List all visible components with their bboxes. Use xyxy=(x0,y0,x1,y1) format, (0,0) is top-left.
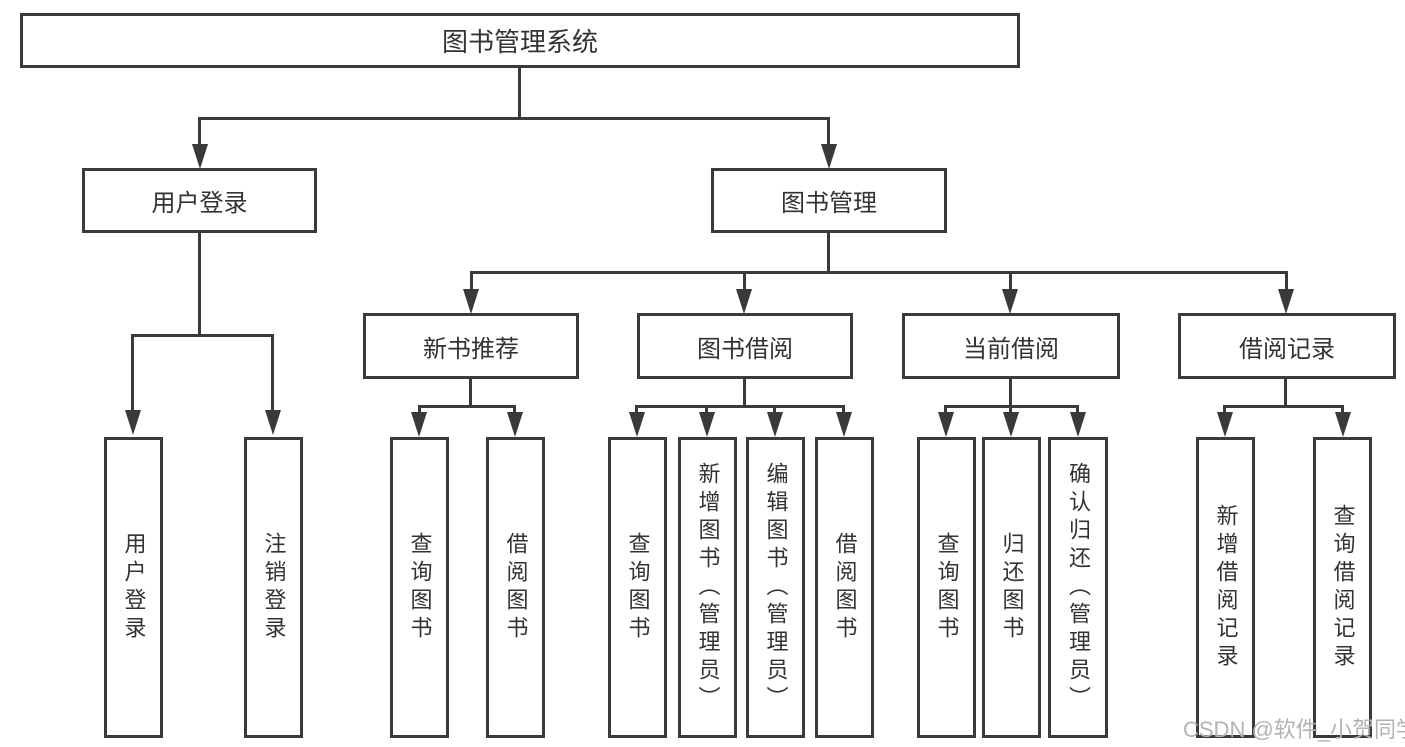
connector-root-branch xyxy=(198,117,830,120)
node-current-borrow: 当前借阅 xyxy=(902,313,1120,379)
connector-drop-book-borrow xyxy=(743,271,746,291)
connector-stub-edit-book xyxy=(773,405,776,415)
connector-new-book-branch xyxy=(418,405,516,408)
leaf-logout: 注销登录 xyxy=(244,437,303,738)
connector-current-borrow-stem xyxy=(1009,379,1012,407)
node-root: 图书管理系统 xyxy=(20,13,1020,68)
arrow-confirm-return-icon xyxy=(1070,412,1086,437)
leaf-edit-book-admin-label: 编辑图书（管理员） xyxy=(763,461,789,714)
connector-stub-add-book xyxy=(705,405,708,415)
leaf-query-books-1-label: 查询图书 xyxy=(407,531,433,644)
leaf-query-borrow-record-label: 查询借阅记录 xyxy=(1330,503,1356,672)
arrow-query-books-1-icon xyxy=(411,412,427,437)
watermark: CSDN @软件_小贺同学 xyxy=(1183,717,1405,742)
connector-stub-query-record xyxy=(1341,405,1344,415)
leaf-query-books-3: 查询图书 xyxy=(917,437,976,738)
connector-drop-new-book xyxy=(470,271,473,291)
connector-stub-query-books-3 xyxy=(944,405,947,415)
leaf-return-book-label: 归还图书 xyxy=(999,531,1025,644)
arrow-query-books-3-icon xyxy=(938,412,954,437)
connector-drop-leaf-logout xyxy=(271,334,274,412)
leaf-query-books-2: 查询图书 xyxy=(608,437,667,738)
connector-stub-borrow-books-1 xyxy=(513,405,516,415)
connector-stub-add-record xyxy=(1223,405,1226,415)
leaf-confirm-return-admin-label: 确认归还（管理员） xyxy=(1066,461,1091,714)
connector-drop-book-management xyxy=(827,117,830,147)
arrow-current-borrow-icon xyxy=(1002,289,1018,314)
leaf-confirm-return-admin: 确认归还（管理员） xyxy=(1048,437,1108,738)
arrow-new-book-icon xyxy=(463,289,479,314)
connector-drop-current-borrow xyxy=(1009,271,1012,291)
connector-drop-borrow-records xyxy=(1285,271,1288,291)
arrow-book-management-icon xyxy=(821,144,837,169)
leaf-add-borrow-record: 新增借阅记录 xyxy=(1196,437,1255,738)
leaf-query-books-1: 查询图书 xyxy=(390,437,449,738)
arrow-query-books-2-icon xyxy=(629,412,645,437)
arrow-user-login-icon xyxy=(192,144,208,169)
connector-stub-query-books-1 xyxy=(418,405,421,415)
leaf-borrow-books-1: 借阅图书 xyxy=(486,437,545,738)
leaf-query-books-2-label: 查询图书 xyxy=(625,531,651,644)
leaf-borrow-books-2: 借阅图书 xyxy=(815,437,874,738)
leaf-add-book-admin: 新增图书（管理员） xyxy=(678,437,737,738)
connector-book-management-branch xyxy=(470,271,1288,274)
node-current-borrow-label: 当前借阅 xyxy=(963,335,1059,363)
arrow-return-book-icon xyxy=(1003,412,1019,437)
arrow-book-borrow-icon xyxy=(736,289,752,314)
leaf-add-borrow-record-label: 新增借阅记录 xyxy=(1213,503,1239,672)
leaf-borrow-books-1-label: 借阅图书 xyxy=(503,531,529,644)
node-borrow-records-label: 借阅记录 xyxy=(1239,335,1335,363)
connector-stub-return-book xyxy=(1009,405,1012,415)
arrow-add-record-icon xyxy=(1217,412,1233,437)
leaf-query-books-3-label: 查询图书 xyxy=(934,531,960,644)
node-book-borrow-label: 图书借阅 xyxy=(697,335,793,363)
connector-borrow-records-stem xyxy=(1284,379,1287,407)
connector-user-login-stem xyxy=(198,233,201,334)
node-new-book-recommend: 新书推荐 xyxy=(363,313,579,379)
leaf-add-book-admin-label: 新增图书（管理员） xyxy=(695,461,721,714)
arrow-leaf-user-login-icon xyxy=(125,410,141,435)
connector-drop-leaf-user-login xyxy=(131,334,134,412)
connector-root-stem xyxy=(518,68,521,117)
connector-stub-query-books-2 xyxy=(635,405,638,415)
node-new-book-recommend-label: 新书推荐 xyxy=(423,335,519,363)
node-book-management: 图书管理 xyxy=(711,168,947,233)
arrow-query-record-icon xyxy=(1335,412,1351,437)
leaf-return-book: 归还图书 xyxy=(982,437,1041,738)
arrow-borrow-books-2-icon xyxy=(836,412,852,437)
leaf-borrow-books-2-label: 借阅图书 xyxy=(832,531,858,644)
leaf-edit-book-admin: 编辑图书（管理员） xyxy=(746,437,805,738)
node-book-borrow: 图书借阅 xyxy=(637,313,853,379)
connector-book-borrow-branch xyxy=(635,405,845,408)
connector-stub-confirm-return xyxy=(1076,405,1079,415)
arrow-borrow-books-1-icon xyxy=(507,412,523,437)
node-book-management-label: 图书管理 xyxy=(781,190,877,217)
leaf-user-login: 用户登录 xyxy=(104,437,163,738)
connector-user-login-branch xyxy=(131,334,274,337)
connector-stub-borrow-books-2 xyxy=(842,405,845,415)
node-user-login: 用户登录 xyxy=(82,168,317,233)
leaf-logout-label: 注销登录 xyxy=(261,531,287,644)
leaf-user-login-label: 用户登录 xyxy=(121,531,147,644)
connector-drop-user-login xyxy=(198,117,201,147)
leaf-query-borrow-record: 查询借阅记录 xyxy=(1313,437,1372,738)
connector-book-management-stem xyxy=(827,233,830,273)
node-root-label: 图书管理系统 xyxy=(441,27,598,57)
arrow-edit-book-icon xyxy=(767,412,783,437)
connector-new-book-stem xyxy=(469,379,472,407)
connector-book-borrow-stem xyxy=(743,379,746,407)
arrow-leaf-logout-icon xyxy=(265,410,281,435)
node-borrow-records: 借阅记录 xyxy=(1178,313,1396,379)
arrow-add-book-icon xyxy=(699,412,715,437)
connector-borrow-records-branch xyxy=(1223,405,1344,408)
node-user-login-label: 用户登录 xyxy=(151,190,248,217)
arrow-borrow-records-icon xyxy=(1278,289,1294,314)
